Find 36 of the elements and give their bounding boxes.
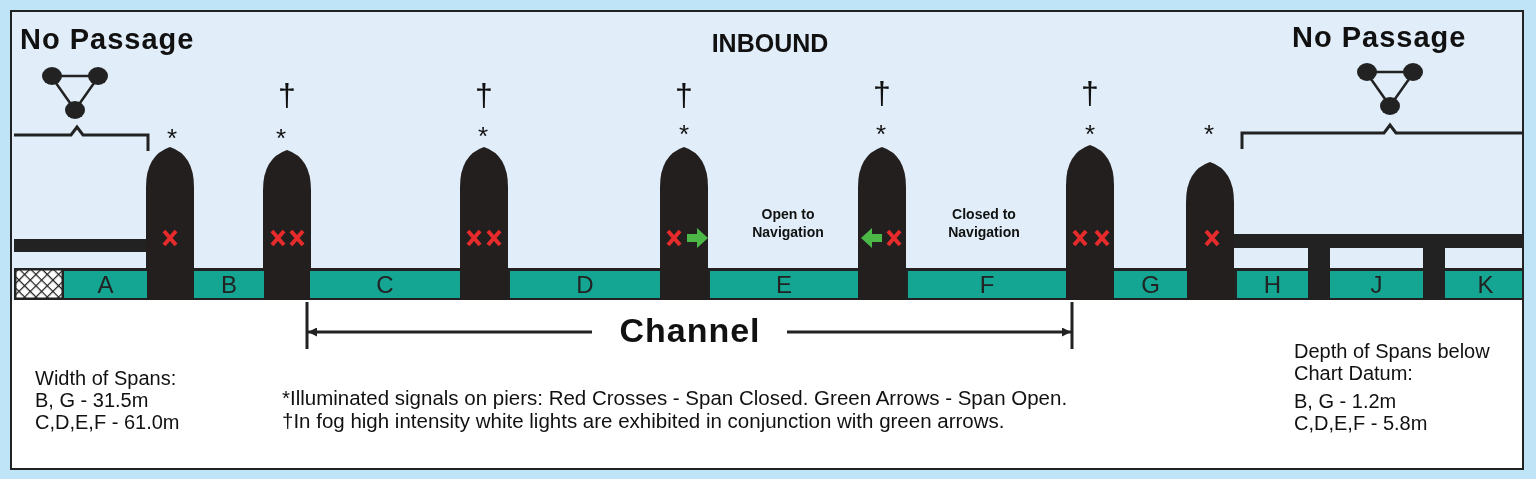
dagger-mark: †	[278, 78, 296, 114]
asterisk-mark: *	[1084, 120, 1096, 149]
span-band: J	[1330, 271, 1423, 298]
note-text: †In fog high intensity white lights are exhibited in conjunction with green arrows.	[282, 410, 1005, 433]
dagger-mark: †	[675, 78, 693, 114]
diagram-title: INBOUND	[711, 30, 829, 58]
status-annotation: Closed to Navigation	[947, 205, 1021, 242]
span-band: K	[1445, 271, 1522, 298]
asterisk-mark: *	[1203, 120, 1215, 149]
asterisk-mark: *	[477, 122, 489, 151]
dagger-mark: †	[1081, 76, 1099, 112]
asterisk-mark: *	[678, 120, 690, 149]
note-text: *Illuminated signals on piers: Red Crosses - Span Closed. Green Arrows - Span Open.	[282, 387, 1068, 410]
note-text: B, G - 1.2m	[1294, 390, 1397, 412]
note-text: Width of Spans:	[35, 367, 177, 389]
span-band: D	[510, 271, 660, 298]
note-text: Depth of Spans below Chart Datum:	[1294, 340, 1491, 384]
asterisk-mark: *	[875, 120, 887, 149]
status-annotation: Open to Navigation	[751, 205, 825, 242]
warning-heading: No Passage	[20, 24, 195, 56]
dagger-mark: †	[475, 78, 493, 114]
warning-heading: No Passage	[1292, 22, 1467, 54]
dagger-mark: †	[873, 76, 891, 112]
span-band: A	[64, 271, 147, 298]
dimension-label: Channel	[619, 312, 761, 350]
note-text: B, G - 31.5m	[35, 389, 149, 411]
span-band: E	[710, 271, 858, 298]
span-band: C	[310, 271, 460, 298]
asterisk-mark: *	[275, 124, 287, 153]
asterisk-mark: *	[166, 124, 178, 153]
span-band: F	[908, 271, 1066, 298]
span-band: B	[194, 271, 264, 298]
span-band: G	[1114, 271, 1187, 298]
span-band: H	[1237, 271, 1308, 298]
note-text: C,D,E,F - 5.8m	[1294, 412, 1428, 434]
note-text: C,D,E,F - 61.0m	[35, 411, 180, 433]
